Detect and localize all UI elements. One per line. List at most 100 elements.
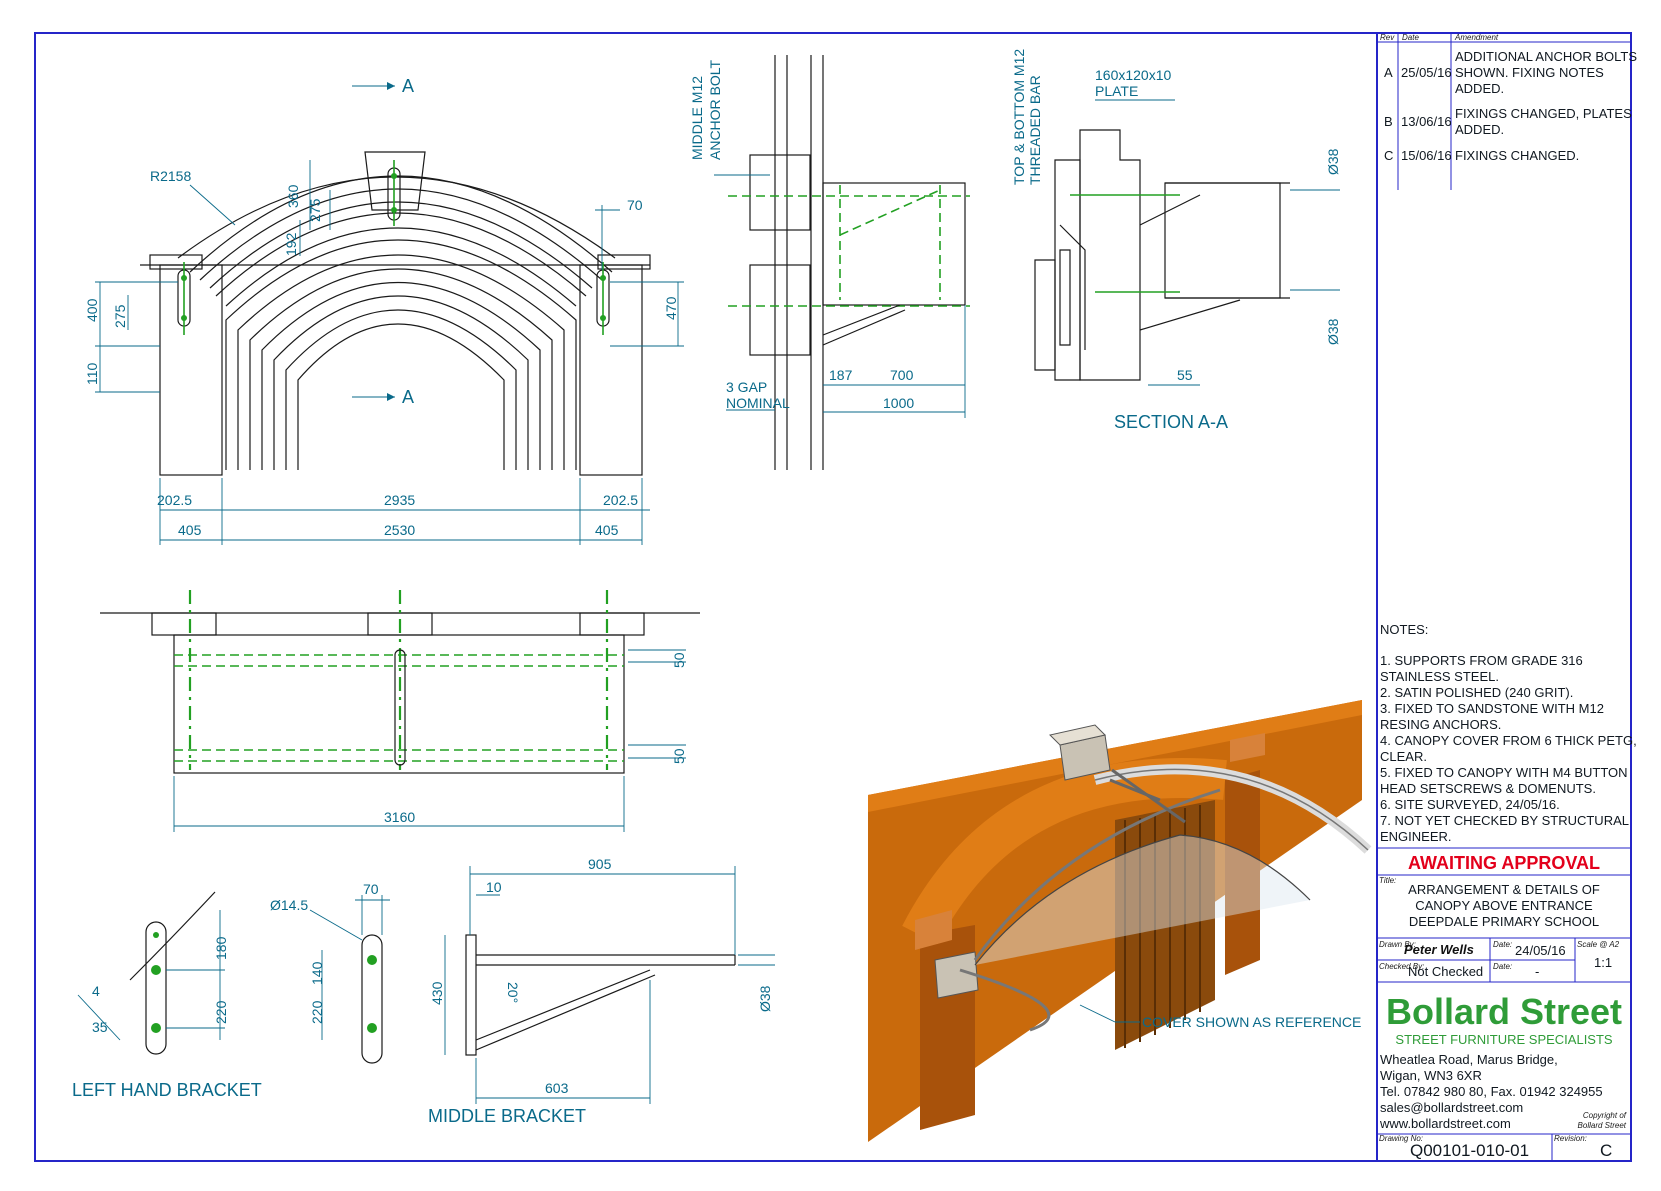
rev-b-line-2: ADDED. bbox=[1455, 122, 1504, 137]
address-line-2: Wigan, WN3 6XR bbox=[1380, 1068, 1482, 1083]
address-line-3: Tel. 07842 980 80, Fax. 01942 324955 bbox=[1380, 1084, 1603, 1099]
dim-140: 140 bbox=[309, 961, 325, 985]
rev-header-date: Date bbox=[1402, 33, 1419, 42]
address-line-5: www.bollardstreet.com bbox=[1379, 1116, 1511, 1131]
note-line-7: CLEAR. bbox=[1380, 749, 1427, 764]
dim-220-plate: 220 bbox=[309, 1000, 325, 1024]
note-line-8: 5. FIXED TO CANOPY WITH M4 BUTTON bbox=[1380, 765, 1628, 780]
dim-4: 4 bbox=[92, 983, 100, 999]
rev-a-date: 25/05/16 bbox=[1401, 65, 1452, 80]
dim-3160: 3160 bbox=[384, 809, 415, 825]
middle-bracket-title: MIDDLE BRACKET bbox=[428, 1106, 586, 1126]
dim-55: 55 bbox=[1177, 367, 1193, 383]
address-line-4: sales@bollardstreet.com bbox=[1380, 1100, 1523, 1115]
note-line-9: HEAD SETSCREWS & DOMENUTS. bbox=[1380, 781, 1596, 796]
section-bar-label-1: TOP & BOTTOM M12 bbox=[1011, 49, 1027, 185]
company-tagline: STREET FURNITURE SPECIALISTS bbox=[1395, 1032, 1613, 1047]
isometric-view: COVER SHOWN AS REFERENCE bbox=[868, 700, 1372, 1142]
status-banner: AWAITING APPROVAL bbox=[1408, 853, 1600, 873]
left-hand-bracket-view: 180 220 4 35 LEFT HAND BRACKET bbox=[72, 891, 262, 1100]
copyright-line-1: Copyright of bbox=[1583, 1111, 1627, 1120]
dim-187: 187 bbox=[829, 367, 853, 383]
dim-192: 192 bbox=[283, 232, 299, 256]
dim-405-left: 405 bbox=[178, 522, 202, 538]
checked-date: - bbox=[1535, 964, 1539, 979]
rev-c-line-1: FIXINGS CHANGED. bbox=[1455, 148, 1579, 163]
checked-label: Checked By: bbox=[1379, 962, 1424, 971]
note-line-3: 2. SATIN POLISHED (240 GRIT). bbox=[1380, 685, 1573, 700]
dim-dia14-5: Ø14.5 bbox=[270, 897, 308, 913]
dim-430: 430 bbox=[429, 981, 445, 1005]
dim-405-right: 405 bbox=[595, 522, 619, 538]
sheet-border bbox=[34, 32, 1632, 1162]
title-line-2: CANOPY ABOVE ENTRANCE bbox=[1415, 898, 1593, 913]
dim-2530: 2530 bbox=[384, 522, 415, 538]
note-line-4: 3. FIXED TO SANDSTONE WITH M12 bbox=[1380, 701, 1604, 716]
dim-180: 180 bbox=[213, 936, 229, 960]
side-bolt-label-2: ANCHOR BOLT bbox=[707, 59, 723, 160]
dim-905: 905 bbox=[588, 856, 612, 872]
title-line-3: DEEPDALE PRIMARY SCHOOL bbox=[1409, 914, 1599, 929]
dim-35: 35 bbox=[92, 1019, 108, 1035]
dim-10: 10 bbox=[486, 879, 502, 895]
address-line-1: Wheatlea Road, Marus Bridge, bbox=[1380, 1052, 1558, 1067]
title-line-1: ARRANGEMENT & DETAILS OF bbox=[1408, 882, 1600, 897]
rev-b-rev: B bbox=[1384, 114, 1393, 129]
note-line-12: ENGINEER. bbox=[1380, 829, 1452, 844]
note-line-5: RESING ANCHORS. bbox=[1380, 717, 1501, 732]
dim-202-5-left: 202.5 bbox=[157, 492, 192, 508]
dim-202-5-right: 202.5 bbox=[603, 492, 638, 508]
section-title: SECTION A-A bbox=[1114, 412, 1228, 432]
dim-275-left: 275 bbox=[112, 304, 128, 328]
side-gap-label-2: NOMINAL bbox=[726, 395, 790, 411]
rev-a-line-1: ADDITIONAL ANCHOR BOLTS bbox=[1455, 49, 1637, 64]
dim-110: 110 bbox=[84, 362, 100, 385]
dim-70: 70 bbox=[627, 197, 643, 213]
rev-a-line-3: ADDED. bbox=[1455, 81, 1504, 96]
dim-50-bottom: 50 bbox=[671, 748, 687, 764]
dim-50-top: 50 bbox=[671, 652, 687, 668]
title-label: Title: bbox=[1379, 876, 1396, 885]
dim-20deg: 20° bbox=[505, 982, 521, 1003]
drawing-no-label: Drawing No: bbox=[1379, 1134, 1423, 1143]
copyright-line-2: Bollard Street bbox=[1578, 1121, 1627, 1130]
note-line-10: 6. SITE SURVEYED, 24/05/16. bbox=[1380, 797, 1560, 812]
middle-bracket-view: 905 10 430 20° Ø38 603 MIDDLE BRACKET bbox=[428, 856, 775, 1126]
drawn-date: 24/05/16 bbox=[1515, 943, 1566, 958]
section-a-a-view: Ø38 Ø38 55 TOP & BOTTOM M12 THREADED BAR… bbox=[1011, 49, 1341, 432]
dim-dia38-top: Ø38 bbox=[1325, 148, 1341, 175]
rev-b-date: 13/06/16 bbox=[1401, 114, 1452, 129]
dim-275-top: 275 bbox=[307, 198, 323, 222]
rev-a-line-2: SHOWN. FIXING NOTES bbox=[1455, 65, 1604, 80]
company-logo: Bollard Street bbox=[1386, 991, 1622, 1032]
section-plate-label-1: 160x120x10 bbox=[1095, 67, 1172, 83]
side-bolt-label-1: MIDDLE M12 bbox=[689, 76, 705, 160]
dim-2935: 2935 bbox=[384, 492, 415, 508]
revision-value: C bbox=[1600, 1141, 1612, 1160]
scale-label: Scale @ A2 bbox=[1577, 940, 1620, 949]
dim-400: 400 bbox=[84, 298, 100, 322]
dim-radius: R2158 bbox=[150, 168, 191, 184]
dim-dia38-bracket: Ø38 bbox=[757, 985, 773, 1012]
dim-1000: 1000 bbox=[883, 395, 914, 411]
rev-header-rev: Rev bbox=[1380, 33, 1395, 42]
revision-label: Revision: bbox=[1554, 1134, 1587, 1143]
note-line-2: STAINLESS STEEL. bbox=[1380, 669, 1499, 684]
front-elevation-view: A A R2158 360 275 192 70 400 275 110 470… bbox=[84, 76, 684, 545]
drawing-number: Q00101-010-01 bbox=[1410, 1141, 1529, 1160]
plan-view: 50 50 3160 bbox=[100, 590, 700, 832]
rev-c-rev: C bbox=[1384, 148, 1393, 163]
rev-header-amendment: Amendment bbox=[1454, 33, 1499, 42]
dim-360: 360 bbox=[285, 184, 301, 208]
note-line-6: 4. CANOPY COVER FROM 6 THICK PETG, bbox=[1380, 733, 1637, 748]
rev-a-rev: A bbox=[1384, 65, 1393, 80]
section-plate-label-2: PLATE bbox=[1095, 83, 1138, 99]
title-block: Rev Date Amendment A 25/05/16 ADDITIONAL… bbox=[1377, 33, 1637, 1161]
note-line-1: 1. SUPPORTS FROM GRADE 316 bbox=[1380, 653, 1583, 668]
notes-heading: NOTES: bbox=[1380, 622, 1428, 637]
drawn-by: Peter Wells bbox=[1404, 942, 1474, 957]
dim-470: 470 bbox=[663, 296, 679, 320]
side-view: MIDDLE M12 ANCHOR BOLT 3 GAP NOMINAL 187… bbox=[689, 55, 970, 470]
dim-220-left: 220 bbox=[213, 1000, 229, 1024]
